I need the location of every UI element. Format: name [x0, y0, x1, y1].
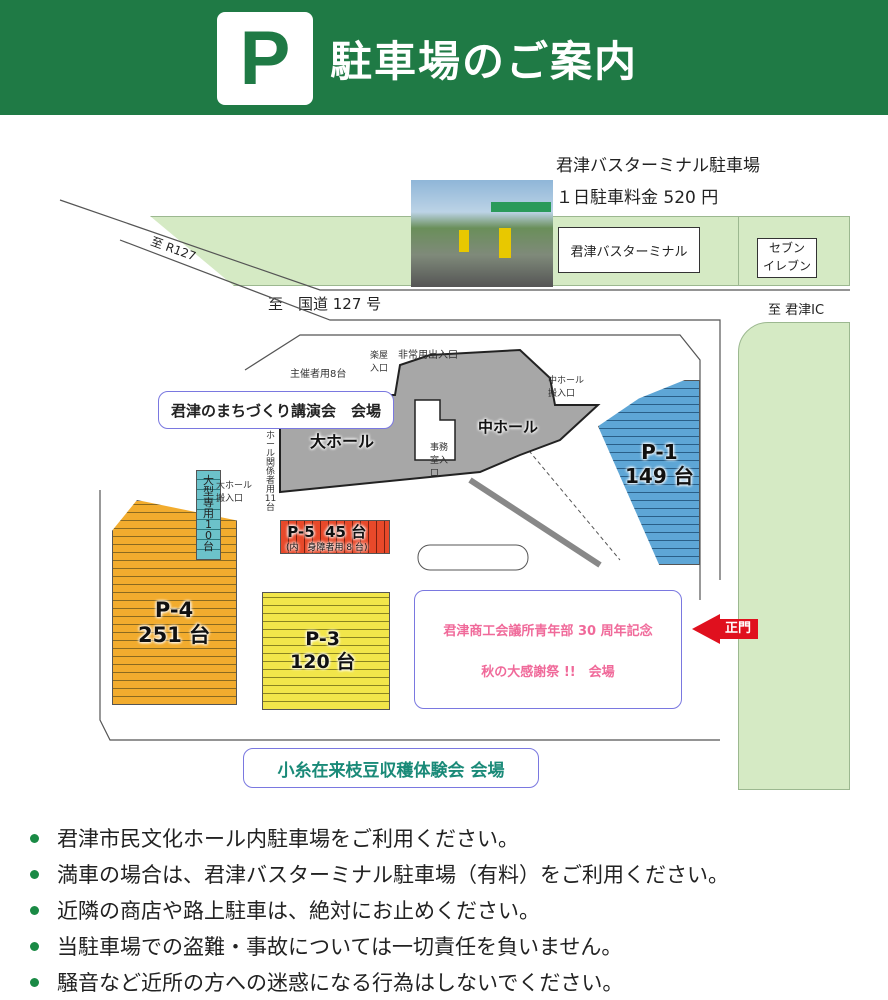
festival-venue: 君津商工会議所青年部 30 周年記念 秋の大感謝祭 !! 会場 — [414, 590, 682, 709]
staff-parking-label: ホール関係者用11台 — [264, 432, 277, 516]
green-area-east — [738, 322, 850, 790]
lecture-venue: 君津のまちづくり講演会 会場 — [158, 391, 394, 429]
map-outline — [59, 199, 850, 741]
lot-p5[interactable] — [280, 520, 390, 554]
bus-parking-fee: １日駐車料金 520 円 — [556, 188, 719, 208]
main-gate-marker: 正門 — [692, 614, 766, 644]
list-item: 君津市民文化ホール内駐車場をご利用ください。 — [30, 820, 870, 856]
mid-hall-loading-label: 中ホール搬入口 — [548, 376, 585, 399]
list-item: 近隣の商店や路上駐車は、絶対にお止めください。 — [30, 892, 870, 928]
organizer-parking-label: 主催者用8台 — [290, 369, 347, 380]
bus-terminal-photo — [411, 180, 553, 287]
bus-terminal-building: 君津バスターミナル — [558, 227, 700, 273]
lot-p3[interactable] — [262, 592, 390, 710]
list-item: 当駐車場での盗難・事故については一切責任を負いません。 — [30, 928, 870, 964]
emergency-exit-label: 非常用出入口 — [398, 350, 458, 361]
bus-parking-name: 君津バスターミナル駐車場 — [556, 156, 760, 176]
big-hall-loading-label: 大ホール搬入口 — [216, 481, 253, 504]
big-hall-label: 大ホール — [310, 432, 375, 451]
list-item: 満車の場合は、君津バスターミナル駐車場（有料）をご利用ください。 — [30, 856, 870, 892]
lot-p5-label: P-5 45 台(内 身障者用 8 台) — [286, 523, 368, 553]
road-label-ic: 至 君津IC — [768, 303, 825, 318]
list-item: 騒音など近所の方への迷惑になる行為はしないでください。 — [30, 964, 870, 1000]
seven-eleven: セブン イレブン — [757, 238, 817, 278]
page-title: 駐車場のご案内 — [330, 37, 639, 86]
arrow-left-icon — [692, 614, 720, 644]
notice-list: 君津市民文化ホール内駐車場をご利用ください。 満車の場合は、君津バスターミナル駐… — [30, 820, 870, 1000]
bus-parking-info: 君津バスターミナル駐車場 １日駐車料金 520 円 — [556, 150, 760, 214]
header-banner: P 駐車場のご案内 — [0, 0, 888, 115]
festival-title: 君津商工会議所青年部 30 周年記念 — [443, 623, 653, 639]
main-gate-label: 正門 — [718, 619, 758, 639]
festival-subtitle: 秋の大感謝祭 !! 会場 — [481, 664, 615, 680]
backstage-entrance-label: 楽屋入口 — [370, 351, 389, 374]
edamame-venue: 小糸在来枝豆収穫体験会 会場 — [243, 748, 539, 788]
large-vehicle-label: 大型専用10台 — [203, 474, 214, 553]
parking-logo: P — [217, 12, 313, 105]
mid-hall-label: 中ホール — [478, 418, 539, 436]
large-vehicle-lot[interactable]: 大型専用10台 — [196, 470, 221, 560]
road-label-route127: 至 国道 127 号 — [268, 295, 382, 313]
office-entrance-label: 事務室入口 — [430, 443, 449, 479]
